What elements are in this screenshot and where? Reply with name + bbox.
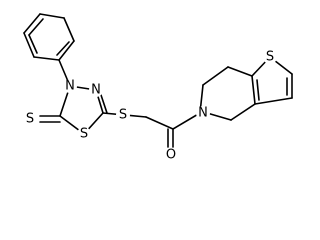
bond bbox=[256, 79, 260, 101]
bond bbox=[63, 17, 75, 42]
atom-s-thiophene: S bbox=[263, 50, 277, 65]
bond bbox=[23, 13, 41, 34]
atom-s-thione: S bbox=[23, 112, 37, 127]
atom-label: N bbox=[198, 106, 208, 121]
atom-o-carbonyl: O bbox=[164, 148, 178, 163]
atom-n-amide: N bbox=[196, 106, 210, 121]
chemical-structure-diagram: S N N S S O N S bbox=[23, 13, 293, 163]
bond bbox=[230, 103, 256, 121]
bond bbox=[23, 32, 35, 58]
bond bbox=[227, 66, 253, 77]
bond bbox=[206, 112, 232, 121]
bond bbox=[172, 112, 201, 130]
atom-n3: N bbox=[89, 83, 103, 98]
bond bbox=[56, 41, 70, 56]
atom-label: S bbox=[26, 112, 34, 127]
bond bbox=[33, 56, 60, 61]
bond bbox=[202, 66, 229, 86]
atom-s-thioether: S bbox=[116, 108, 130, 123]
atom-label: S bbox=[119, 108, 127, 123]
bond bbox=[99, 91, 108, 114]
bond bbox=[251, 75, 256, 105]
bond bbox=[254, 97, 293, 105]
bond bbox=[28, 18, 44, 36]
atom-s-ring: S bbox=[77, 127, 91, 142]
bond bbox=[58, 40, 75, 61]
atom-label: N bbox=[65, 79, 75, 94]
atom-label: S bbox=[80, 127, 88, 142]
bond bbox=[28, 34, 38, 54]
atom-label: N bbox=[91, 83, 101, 98]
bond bbox=[145, 116, 174, 130]
atom-n4: N bbox=[63, 79, 77, 94]
atoms: S N N S S O N S bbox=[23, 50, 277, 163]
atom-label: S bbox=[266, 50, 274, 65]
atom-label: O bbox=[166, 148, 176, 163]
bond bbox=[39, 13, 65, 19]
